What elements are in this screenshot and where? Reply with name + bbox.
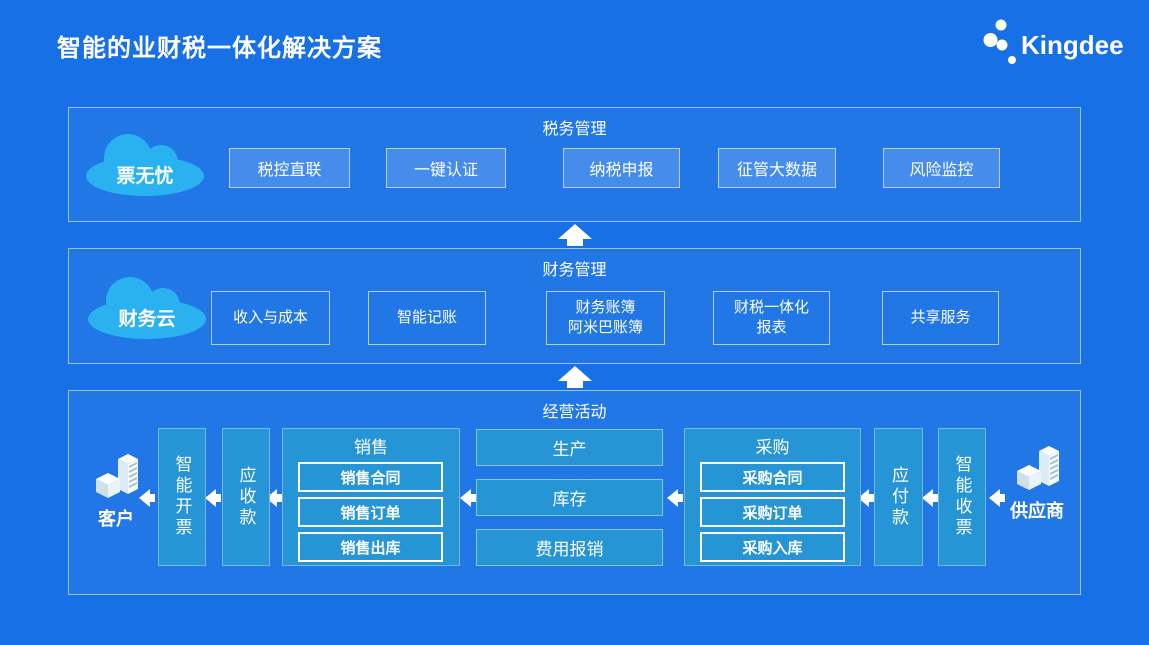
finance-button: 智能记账 (368, 291, 486, 345)
finance-cloud: 财务云 (86, 274, 208, 340)
finance-button: 收入与成本 (211, 291, 330, 345)
sales-item: 销售订单 (298, 497, 443, 527)
building-icon (1017, 446, 1059, 490)
smart-receipt-label: 智能收票 (952, 455, 972, 539)
sales-group: 销售 销售合同 销售订单 销售出库 (282, 428, 460, 566)
left-arrow-icon (989, 489, 1005, 507)
receivables-label: 应收款 (236, 465, 256, 529)
purchase-group-title: 采购 (755, 438, 790, 457)
tax-button: 税控直联 (229, 148, 350, 188)
page-title: 智能的业财税一体化解决方案 (57, 35, 382, 62)
expense-box: 费用报销 (476, 529, 663, 566)
payables-box: 应付款 (874, 428, 923, 566)
cloud-icon (86, 134, 204, 196)
kingdee-logo: Kingdee (983, 19, 1124, 64)
purchase-item: 采购订单 (700, 497, 845, 527)
smart-receipt-box: 智能收票 (938, 428, 986, 566)
sales-group-title: 销售 (354, 438, 388, 457)
tax-button: 风险监控 (883, 148, 1000, 188)
left-arrow-icon (922, 489, 938, 507)
tax-button: 一键认证 (386, 148, 506, 188)
finance-button: 财务账簿 阿米巴账簿 (546, 291, 665, 345)
sales-item: 销售合同 (298, 462, 443, 492)
tax-panel: 税务管理 票无忧 税控直联 一键认证 纳税申报 征管大数据 风险监控 (68, 107, 1081, 222)
operations-panel: 经营活动 客户 (68, 390, 1081, 595)
left-arrow-icon (205, 489, 221, 507)
left-arrow-icon (266, 489, 282, 507)
purchase-item: 采购合同 (700, 462, 845, 492)
receivables-box: 应收款 (222, 428, 270, 566)
supplier-label: 供应商 (1010, 501, 1064, 521)
building-icon (96, 454, 138, 498)
purchase-group: 采购 采购合同 采购订单 采购入库 (684, 428, 861, 566)
tax-button: 征管大数据 (718, 148, 836, 188)
up-arrow-icon (558, 224, 592, 246)
up-arrow-icon (558, 366, 592, 388)
finance-button: 共享服务 (882, 291, 999, 345)
finance-button: 财税一体化 报表 (713, 291, 830, 345)
customer-entity: 客户 (73, 453, 159, 531)
left-arrow-icon (139, 489, 155, 507)
kingdee-logo-text: Kingdee (1021, 30, 1124, 60)
tax-button: 纳税申报 (563, 148, 680, 188)
finance-cloud-label: 财务云 (118, 309, 176, 330)
inventory-box: 库存 (476, 479, 663, 516)
operations-panel-title: 经营活动 (542, 404, 607, 421)
kingdee-dots-icon (983, 19, 1016, 64)
smart-invoicing-label: 智能开票 (172, 455, 192, 539)
smart-invoicing-box: 智能开票 (158, 428, 206, 566)
finance-panel-title: 财务管理 (542, 262, 607, 279)
tax-cloud: 票无忧 (84, 131, 206, 197)
payables-label: 应付款 (889, 465, 908, 529)
sales-item: 销售出库 (298, 532, 443, 562)
left-arrow-icon (667, 489, 683, 507)
finance-panel: 财务管理 财务云 收入与成本 智能记账 财务账簿 阿米巴账簿 财税一体化 报表 … (68, 248, 1081, 364)
customer-label: 客户 (98, 509, 134, 529)
cloud-icon (88, 277, 206, 339)
purchase-item: 采购入库 (700, 532, 845, 562)
tax-panel-title: 税务管理 (542, 121, 607, 138)
left-arrow-icon (858, 489, 874, 507)
production-box: 生产 (476, 429, 663, 466)
left-arrow-icon (460, 489, 476, 507)
tax-cloud-label: 票无忧 (116, 166, 174, 187)
supplier-entity: 供应商 (994, 445, 1080, 523)
